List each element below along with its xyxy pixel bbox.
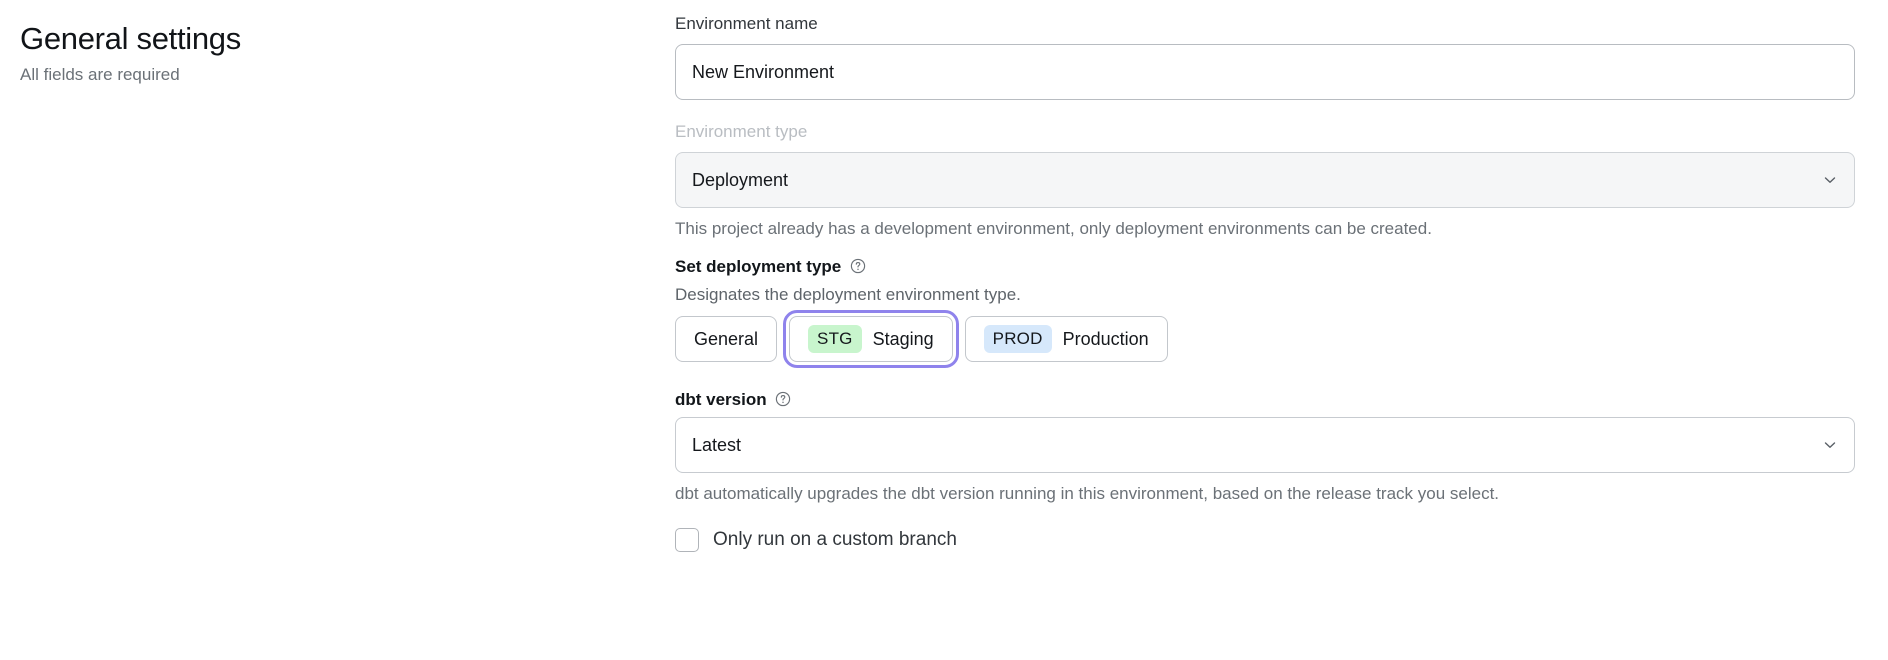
environment-name-label: Environment name: [675, 14, 818, 33]
page-title: General settings: [20, 21, 241, 56]
deployment-type-field: Set deployment type Designates the deplo…: [675, 255, 1855, 368]
help-circle-icon[interactable]: [850, 258, 866, 274]
deployment-type-label: Set deployment type: [675, 257, 842, 276]
settings-form-column: Environment name Environment type Deploy…: [675, 0, 1888, 552]
deployment-type-description: Designates the deployment environment ty…: [675, 285, 1021, 304]
dbt-version-label: dbt version: [675, 390, 767, 409]
environment-name-field: Environment name: [675, 12, 1855, 100]
environment-name-input[interactable]: [675, 44, 1855, 100]
page-subtitle: All fields are required: [20, 65, 180, 84]
environment-type-label: Environment type: [675, 122, 808, 141]
custom-branch-label: Only run on a custom branch: [713, 529, 957, 550]
dbt-version-select-wrap: Latest: [675, 417, 1855, 473]
dbt-version-label-row: dbt version: [675, 388, 1855, 412]
deployment-type-production-button[interactable]: PROD Production: [964, 316, 1168, 362]
dbt-version-select[interactable]: Latest: [675, 417, 1855, 473]
dbt-version-helper-text: dbt automatically upgrades the dbt versi…: [675, 484, 1500, 503]
deployment-type-button-group: General STG Staging PROD Production: [675, 310, 1855, 368]
custom-branch-row[interactable]: Only run on a custom branch: [675, 528, 1855, 552]
environment-type-select-wrap: Deployment: [675, 152, 1855, 208]
production-badge: PROD: [983, 325, 1052, 353]
deployment-type-general-label: General: [694, 329, 759, 349]
deployment-type-staging-button[interactable]: STG Staging: [783, 310, 959, 368]
environment-type-field: Environment type Deployment This project…: [675, 120, 1855, 241]
environment-type-select[interactable]: Deployment: [675, 152, 1855, 208]
settings-header-column: General settings All fields are required: [0, 0, 675, 86]
environment-type-helper-text: This project already has a development e…: [675, 219, 1432, 238]
help-circle-icon[interactable]: [775, 391, 791, 407]
deployment-type-general-button[interactable]: General: [675, 316, 778, 362]
custom-branch-checkbox[interactable]: [675, 528, 699, 552]
deployment-type-production-label: Production: [1062, 329, 1149, 349]
environment-type-value: Deployment: [692, 169, 789, 190]
staging-badge: STG: [808, 325, 862, 353]
deployment-type-staging-label: Staging: [872, 329, 934, 349]
dbt-version-value: Latest: [692, 434, 742, 455]
dbt-version-field: dbt version Latest: [675, 388, 1855, 506]
deployment-type-label-row: Set deployment type: [675, 255, 1855, 279]
